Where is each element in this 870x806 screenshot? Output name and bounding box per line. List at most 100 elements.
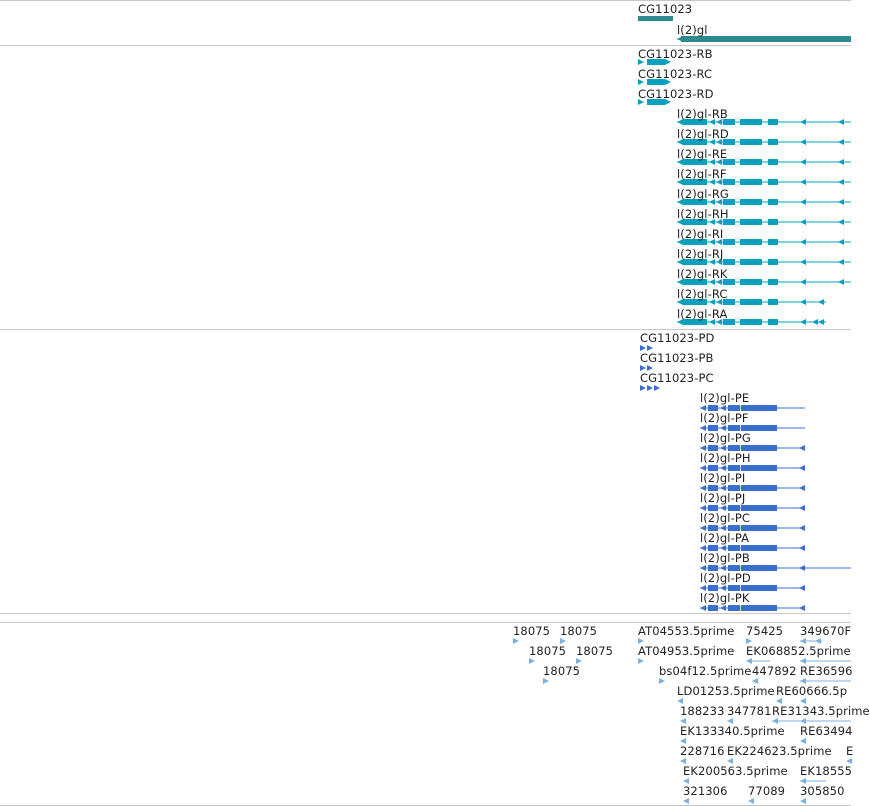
est-glyph — [677, 698, 683, 704]
est-glyph — [638, 638, 644, 644]
est-label[interactable]: RE63494 — [800, 724, 853, 738]
transcript-label[interactable]: l(2)gl-RH — [677, 207, 729, 221]
protein-label[interactable]: CG11023-PC — [640, 371, 714, 385]
est-label[interactable]: 447892 — [752, 664, 797, 678]
transcript-label[interactable]: l(2)gl-RI — [677, 227, 724, 241]
est-glyph — [680, 718, 686, 724]
gene-label[interactable]: CG11023 — [638, 2, 693, 16]
gene-label[interactable]: l(2)gl — [677, 23, 708, 37]
transcript-exon — [740, 259, 762, 265]
transcript-exon — [677, 319, 683, 325]
transcript-label[interactable]: CG11023-RD — [638, 87, 714, 101]
transcript-label[interactable]: l(2)gl-RC — [677, 287, 728, 301]
est-label[interactable]: EK133340.5prime — [680, 724, 785, 738]
protein-glyph — [700, 485, 706, 491]
est-label[interactable]: 349670F — [800, 624, 852, 638]
protein-label[interactable]: l(2)gl-PC — [700, 511, 750, 525]
transcript-exon — [740, 179, 762, 185]
est-label[interactable]: AT04953.5prime — [638, 644, 735, 658]
transcript-exon — [716, 199, 722, 205]
est-label[interactable]: LD01253.5prime — [677, 684, 775, 698]
protein-label[interactable]: l(2)gl-PH — [700, 451, 751, 465]
est-label[interactable]: 18075 — [513, 624, 551, 638]
transcript-label[interactable]: l(2)gl-RK — [677, 267, 728, 281]
est-label[interactable]: RE36596 — [800, 664, 853, 678]
track-separator — [0, 329, 851, 330]
protein-glyph — [700, 525, 706, 531]
transcript-label[interactable]: l(2)gl-RB — [677, 107, 728, 121]
protein-glyph — [708, 545, 718, 551]
est-label[interactable]: 75425 — [746, 624, 784, 638]
est-label[interactable]: 321306 — [683, 784, 728, 798]
protein-glyph — [741, 425, 777, 431]
est-label[interactable]: 347781 — [727, 704, 772, 718]
transcript-exon — [665, 59, 671, 65]
est-label[interactable]: 228716 — [680, 744, 725, 758]
transcript-label[interactable]: l(2)gl-RD — [677, 127, 729, 141]
est-label[interactable]: EK224623.5prime — [727, 744, 832, 758]
est-label[interactable]: EK200563.5prime — [683, 764, 788, 778]
protein-glyph — [640, 365, 646, 371]
est-label[interactable]: 18075 — [529, 644, 567, 658]
transcript-label[interactable]: l(2)gl-RE — [677, 147, 728, 161]
est-glyph — [683, 778, 689, 784]
transcript-label[interactable]: l(2)gl-RJ — [677, 247, 724, 261]
est-label[interactable]: 18075 — [560, 624, 598, 638]
transcript-exon — [768, 239, 778, 245]
track-separator — [0, 613, 851, 614]
protein-glyph — [720, 505, 726, 511]
track-separator — [0, 0, 851, 1]
transcript-label[interactable]: l(2)gl-RF — [677, 167, 727, 181]
protein-label[interactable]: l(2)gl-PJ — [700, 491, 746, 505]
protein-label[interactable]: CG11023-PD — [640, 331, 715, 345]
protein-label[interactable]: l(2)gl-PB — [700, 551, 750, 565]
est-label[interactable]: 77089 — [748, 784, 786, 798]
protein-glyph — [728, 465, 740, 471]
protein-label[interactable]: l(2)gl-PE — [700, 391, 750, 405]
protein-glyph — [741, 565, 777, 571]
transcript-exon — [665, 99, 671, 105]
protein-label[interactable]: l(2)gl-PD — [700, 571, 751, 585]
transcript-exon — [683, 299, 707, 305]
est-label[interactable]: 188233 — [680, 704, 725, 718]
protein-glyph — [741, 545, 777, 551]
protein-glyph — [741, 505, 777, 511]
est-label[interactable]: E — [846, 744, 854, 758]
transcript-label[interactable]: CG11023-RB — [638, 47, 713, 61]
protein-label[interactable]: l(2)gl-PK — [700, 591, 750, 605]
protein-glyph — [708, 405, 718, 411]
est-glyph — [727, 718, 733, 724]
transcript-exon — [800, 319, 806, 325]
protein-glyph — [720, 445, 726, 451]
est-label[interactable]: RE31343.5prime — [772, 704, 870, 718]
protein-glyph — [799, 525, 805, 531]
est-label[interactable]: 305850 — [800, 784, 845, 798]
protein-glyph — [728, 405, 740, 411]
transcript-exon — [723, 259, 735, 265]
transcript-exon — [677, 119, 683, 125]
protein-label[interactable]: l(2)gl-PI — [700, 471, 746, 485]
transcript-exon — [716, 259, 722, 265]
transcript-label[interactable]: CG11023-RC — [638, 67, 713, 81]
protein-label[interactable]: l(2)gl-PF — [700, 411, 749, 425]
est-label[interactable]: 18075 — [543, 664, 581, 678]
est-label[interactable]: RE60666.5p — [776, 684, 848, 698]
est-label[interactable]: bs04f12.5prime — [659, 664, 752, 678]
est-glyph — [529, 658, 535, 664]
est-label[interactable]: EK068852.5prime — [746, 644, 851, 658]
est-label[interactable]: EK18555 — [800, 764, 853, 778]
est-label[interactable]: AT04553.5prime — [638, 624, 735, 638]
transcript-exon — [683, 219, 707, 225]
protein-label[interactable]: l(2)gl-PG — [700, 431, 751, 445]
transcript-exon — [716, 179, 722, 185]
track-separator — [0, 45, 851, 46]
est-label[interactable]: 18075 — [576, 644, 614, 658]
protein-label[interactable]: l(2)gl-PA — [700, 531, 750, 545]
transcript-exon — [683, 199, 707, 205]
transcript-label[interactable]: l(2)gl-RA — [677, 307, 728, 321]
transcript-exon — [723, 279, 735, 285]
transcript-exon — [709, 139, 715, 145]
protein-label[interactable]: CG11023-PB — [640, 351, 714, 365]
transcript-exon — [768, 199, 778, 205]
transcript-label[interactable]: l(2)gl-RG — [677, 187, 729, 201]
